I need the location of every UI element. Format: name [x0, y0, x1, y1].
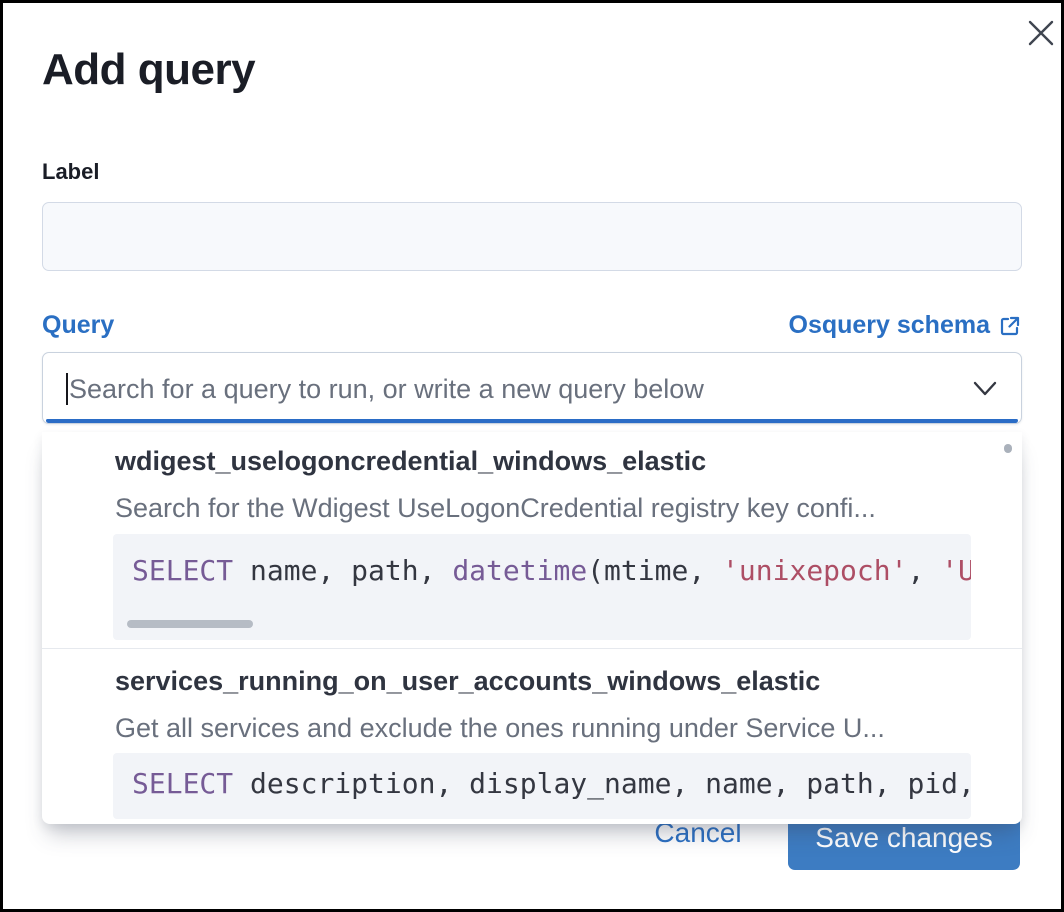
query-suggestions-dropdown: wdigest_uselogoncredential_windows_elast… [42, 432, 1022, 824]
close-icon [1028, 20, 1054, 46]
sql-token: , [907, 554, 942, 587]
sql-token: name, path, [233, 554, 453, 587]
osquery-schema-link-label: Osquery schema [788, 311, 991, 339]
sql-preview: SELECT name, path, datetime(mtime, 'unix… [113, 534, 971, 640]
option-divider [42, 648, 1022, 649]
sql-preview-text: SELECT name, path, datetime(mtime, 'unix… [113, 534, 971, 588]
query-row: Query Osquery schema [42, 311, 1022, 343]
option-description: Get all services and exclude the ones ru… [115, 713, 885, 743]
external-link-icon [1000, 316, 1020, 335]
sql-preview: SELECT description, display_name, name, … [113, 753, 971, 819]
label-field-label: Label [42, 159, 100, 184]
chevron-down-icon[interactable] [973, 381, 997, 397]
query-search-input[interactable] [67, 353, 951, 425]
page-title: Add query [42, 45, 256, 94]
sql-token: SELECT [132, 767, 234, 800]
sql-token: description, display_name, name, path, p… [233, 767, 971, 800]
query-field-label: Query [42, 311, 115, 339]
option-title: services_running_on_user_accounts_window… [115, 666, 821, 696]
vertical-scrollbar-thumb[interactable] [1004, 444, 1012, 453]
query-search-combobox[interactable] [42, 352, 1022, 425]
label-input[interactable] [42, 202, 1022, 271]
sql-token: datetime [452, 554, 588, 587]
horizontal-scrollbar-thumb[interactable] [127, 620, 253, 628]
focus-underline [46, 419, 1018, 423]
sql-token: SELECT [132, 554, 234, 587]
sql-preview-text: SELECT description, display_name, name, … [113, 753, 971, 801]
osquery-schema-link[interactable]: Osquery schema [789, 311, 1023, 340]
sql-token: 'unixepoch' [722, 554, 908, 587]
close-button[interactable] [1019, 11, 1061, 55]
sql-token: (mtime, [587, 554, 723, 587]
sql-token: 'U [941, 554, 971, 587]
option-description: Search for the Wdigest UseLogonCredentia… [115, 493, 876, 523]
option-title: wdigest_uselogoncredential_windows_elast… [115, 446, 707, 476]
